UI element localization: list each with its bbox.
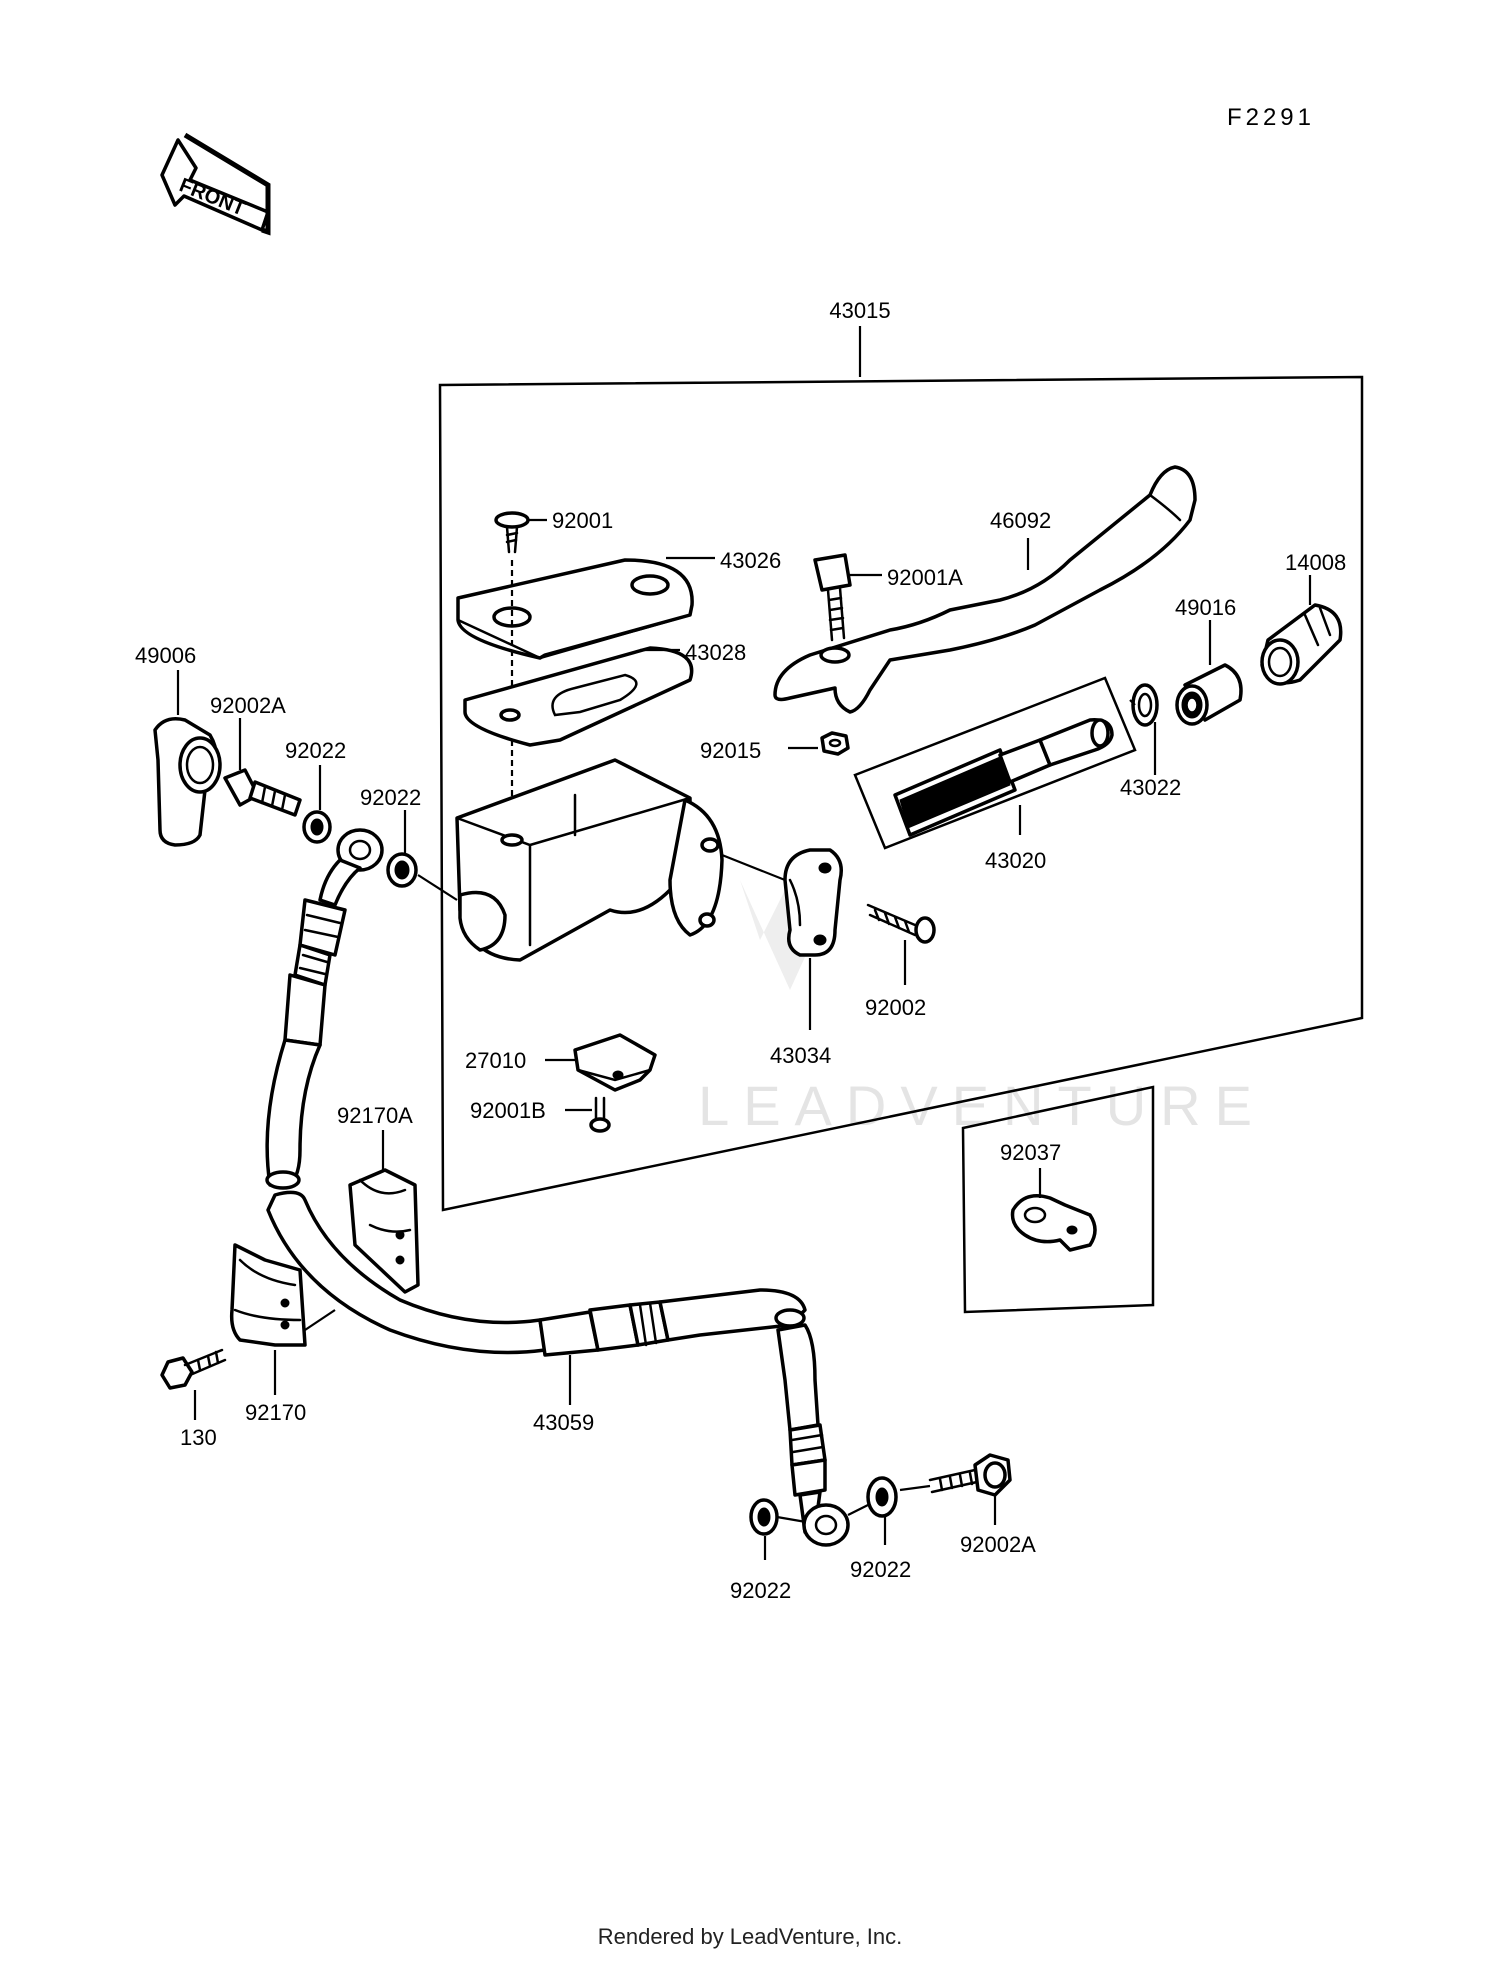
screw-92001 — [494, 511, 530, 554]
callout-92170: 92170 — [245, 1400, 306, 1425]
bracket-92170 — [229, 1243, 307, 1347]
callout-92015: 92015 — [700, 738, 761, 763]
brake-lever — [773, 465, 1197, 714]
brake-hose-43059 — [265, 828, 850, 1547]
front-arrow-icon: FRONT — [160, 132, 271, 236]
callout-92037: 92037 — [1000, 1140, 1061, 1165]
clamp-43034 — [783, 848, 843, 957]
figure-code: F2291 — [1227, 104, 1315, 131]
bracket-92170A — [348, 1168, 420, 1294]
washer-43022 — [1131, 683, 1159, 727]
callout-92022-a: 92022 — [285, 738, 346, 763]
callout-27010: 27010 — [465, 1048, 526, 1073]
diaphragm — [463, 646, 694, 747]
master-cylinder-body — [455, 758, 724, 962]
switch-27010 — [573, 1033, 657, 1092]
callout-92002: 92002 — [865, 995, 926, 1020]
callout-130: 130 — [180, 1425, 217, 1450]
callout-43020: 43020 — [985, 848, 1046, 873]
callout-92001: 92001 — [552, 508, 613, 533]
screw-92001B — [589, 1096, 611, 1133]
callout-92022-d: 92022 — [850, 1557, 911, 1582]
cap-49006 — [153, 717, 222, 847]
pivot-bolt-92001A — [813, 553, 852, 642]
bolt-92002 — [866, 903, 936, 944]
callout-43034: 43034 — [770, 1043, 831, 1068]
seal-49016 — [1175, 663, 1243, 726]
callout-49016: 49016 — [1175, 595, 1236, 620]
callout-43026: 43026 — [720, 548, 781, 573]
nut-92015 — [820, 731, 850, 756]
callout-92022-c: 92022 — [730, 1578, 791, 1603]
assembly-box — [438, 375, 1364, 1212]
watermark-text: LEADVENTURE — [698, 1074, 1266, 1137]
footer-credit: Rendered by LeadVenture, Inc. — [597, 1924, 903, 1949]
callout-49006: 49006 — [135, 643, 196, 668]
reservoir-cap — [456, 558, 694, 660]
front-label: FRONT — [176, 174, 248, 220]
callout-92170A: 92170A — [337, 1103, 413, 1128]
callout-92002A-bottom: 92002A — [960, 1532, 1036, 1557]
bolt-130 — [160, 1348, 227, 1390]
callout-43022: 43022 — [1120, 775, 1181, 800]
clip-92037 — [1010, 1194, 1097, 1252]
banjo-bolt-92002A-top — [223, 768, 302, 817]
banjo-bolt-92002A-bottom — [928, 1453, 1012, 1497]
callout-46092: 46092 — [990, 508, 1051, 533]
callout-92002A-top: 92002A — [210, 693, 286, 718]
callout-92001A: 92001A — [887, 565, 963, 590]
piston-kit-43020 — [853, 676, 1137, 850]
callout-43059: 43059 — [533, 1410, 594, 1435]
assembly-label: 43015 — [829, 298, 890, 323]
callout-92001B: 92001B — [470, 1098, 546, 1123]
callout-92022-b: 92022 — [360, 785, 421, 810]
dust-cover-14008 — [1260, 603, 1343, 686]
box-92037 — [961, 1085, 1155, 1314]
callout-14008: 14008 — [1285, 550, 1346, 575]
callout-43028: 43028 — [685, 640, 746, 665]
